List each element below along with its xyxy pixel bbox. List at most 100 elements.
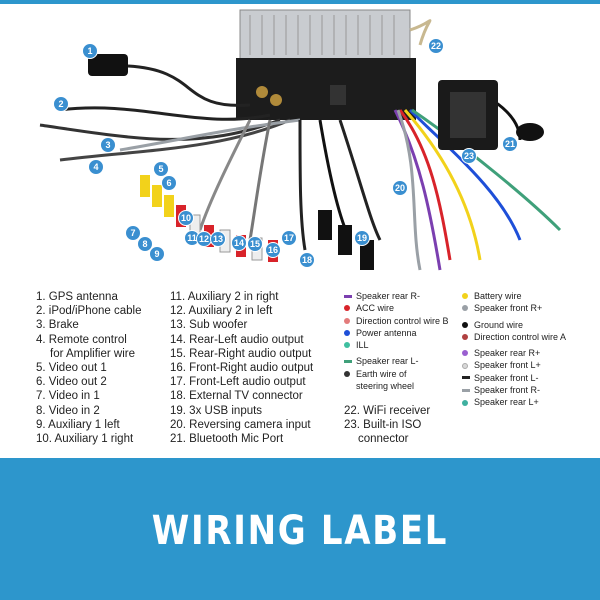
legend-item: 8. Video in 2 <box>36 404 100 417</box>
wire-label: Direction control wire A <box>474 331 567 342</box>
wire-swatch <box>344 342 350 349</box>
wire-label: Speaker front L- <box>474 372 539 383</box>
wire-item: Ground wire <box>462 319 566 331</box>
wire-item: Speaker front L+ <box>462 359 566 371</box>
wire-swatch <box>462 388 470 392</box>
legend-item: 6. Video out 2 <box>36 376 107 389</box>
wire-swatch <box>344 294 352 298</box>
gps-antenna <box>88 54 128 76</box>
callout-badge: 23 <box>461 148 477 164</box>
wire-swatch <box>462 362 468 369</box>
wire-legend-column-2: Battery wire Speaker front R+ Ground wir… <box>462 290 566 409</box>
wire-item: Speaker front R- <box>462 384 566 396</box>
wire-label: Speaker front R- <box>474 385 541 396</box>
wire-item: Speaker rear R- <box>344 290 449 302</box>
callout-badge: 8 <box>137 236 153 252</box>
wire-item: Direction control wire A <box>462 331 566 343</box>
legend-item: 11. Auxiliary 2 in right <box>170 291 279 303</box>
callout-badge: 2 <box>53 96 69 112</box>
callout-badge: 4 <box>88 159 104 175</box>
legend-item: 20. Reversing camera input <box>170 418 311 431</box>
wire-swatch <box>344 317 350 324</box>
wire-label: Speaker rear L- <box>356 356 419 367</box>
wire-swatch <box>462 334 468 341</box>
top-accent-bar <box>0 0 600 4</box>
legend-item: 3. Brake <box>36 319 79 332</box>
wire-label: Speaker rear R+ <box>474 348 541 359</box>
legend-item: 15. Rear-Right audio output <box>170 347 312 360</box>
title-banner: WIRING LABEL <box>0 458 600 600</box>
wire-item: Earth wire of <box>344 368 449 380</box>
wire-swatch <box>344 305 350 312</box>
callout-badge: 20 <box>392 180 408 196</box>
callout-badge: 1 <box>82 43 98 59</box>
wire-label: Power antenna <box>356 327 417 338</box>
usb-1 <box>318 210 332 240</box>
callout-badge: 17 <box>281 230 297 246</box>
wire-swatch <box>462 376 470 380</box>
callout-badge: 13 <box>210 231 226 247</box>
callout-badge: 21 <box>502 136 518 152</box>
callout-badge: 9 <box>149 246 165 262</box>
callout-badge: 14 <box>231 235 247 251</box>
callout-badge: 15 <box>247 236 263 252</box>
legend-item: 9. Auxiliary 1 left <box>36 418 120 431</box>
callout-badge: 7 <box>125 225 141 241</box>
legend-item: 22. WiFi receiver <box>344 405 431 417</box>
legend-item-cont: for Amplifier wire <box>50 347 135 360</box>
legend-item: 1. GPS antenna <box>36 291 118 303</box>
wire-swatch <box>462 293 468 300</box>
wire-swatch <box>462 399 468 406</box>
legend-item: 14. Rear-Left audio output <box>170 333 304 346</box>
callout-badge: 5 <box>153 161 169 177</box>
legend-item: 16. Front-Right audio output <box>170 362 314 375</box>
wire-swatch <box>462 350 468 357</box>
banner-title: WIRING LABEL <box>151 508 449 554</box>
wire-swatch <box>462 305 468 312</box>
legend-item: 23. Built-in ISO <box>344 419 422 432</box>
wire-item: Speaker front L- <box>462 372 566 384</box>
wire-item-cont: steering wheel <box>356 381 415 392</box>
wire-label: Battery wire <box>474 291 522 301</box>
wire-item: ACC wire <box>344 302 449 314</box>
legend-column-2: 11. Auxiliary 2 in right 12. Auxiliary 2… <box>170 290 313 446</box>
wire-item: Speaker rear L- <box>344 355 449 367</box>
bluetooth-mic <box>516 123 544 141</box>
callout-badge: 22 <box>428 38 444 54</box>
legend-item: 10. Auxiliary 1 right <box>36 433 134 446</box>
usb-2 <box>338 225 352 255</box>
legend-item: 12. Auxiliary 2 in left <box>170 305 273 318</box>
wire-label: Speaker rear R- <box>356 291 421 301</box>
legend-item: 21. Bluetooth Mic Port <box>170 433 284 446</box>
wire-swatch <box>462 321 468 328</box>
callout-badge: 16 <box>265 242 281 258</box>
callout-badge: 3 <box>100 137 116 153</box>
wire-item: Speaker rear L+ <box>462 396 566 408</box>
wire-item: Battery wire <box>462 290 566 302</box>
legend-item: 4. Remote control <box>36 333 127 346</box>
legend-column-3: 22. WiFi receiver 23. Built-in ISO conne… <box>344 404 430 447</box>
legend-item-cont: connector <box>358 433 409 446</box>
wire-label: Direction control wire B <box>356 315 449 326</box>
wire-swatch <box>344 330 350 337</box>
callout-badge: 6 <box>161 175 177 191</box>
wire-item: Direction control wire B <box>344 315 449 327</box>
wire-label: Speaker front R+ <box>474 303 543 314</box>
legend-item: 7. Video in 1 <box>36 390 100 403</box>
legend-item: 18. External TV connector <box>170 390 303 403</box>
legend-item: 2. iPod/iPhone cable <box>36 305 142 318</box>
wire-item: Power antenna <box>344 327 449 339</box>
wire-swatch <box>344 370 350 377</box>
legend-item: 17. Front-Left audio output <box>170 376 306 389</box>
legend-item: 19. 3x USB inputs <box>170 404 263 417</box>
head-unit-top <box>239 9 411 61</box>
legend-column-1: 1. GPS antenna 2. iPod/iPhone cable 3. B… <box>36 290 142 446</box>
wire-item: Speaker front R+ <box>462 302 566 314</box>
callout-badge: 19 <box>354 230 370 246</box>
wire-item: Speaker rear R+ <box>462 347 566 359</box>
wire-label: Speaker front L+ <box>474 360 541 371</box>
callout-badge: 18 <box>299 252 315 268</box>
wire-label: Earth wire of <box>356 368 407 379</box>
wire-label: Ground wire <box>474 319 524 330</box>
wire-label: ILL <box>356 340 369 351</box>
